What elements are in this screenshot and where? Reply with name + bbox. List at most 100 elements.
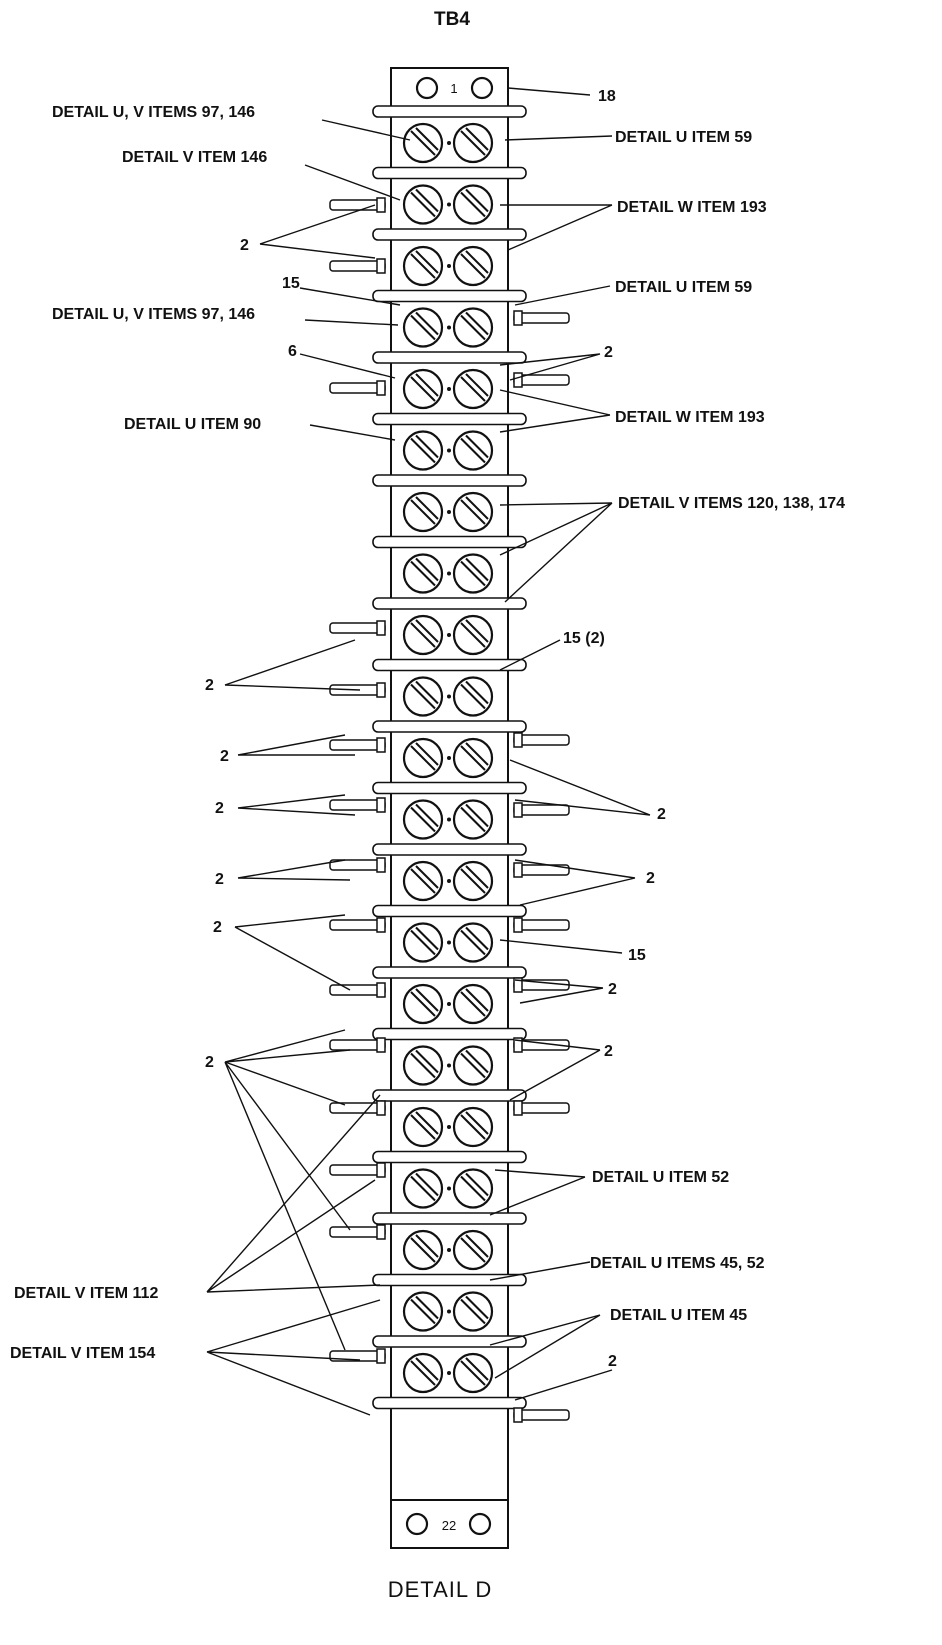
screw-slot: [465, 1357, 489, 1381]
screw-slot: [415, 926, 439, 951]
wire-crimp: [376, 1100, 386, 1116]
separator-bar: [372, 597, 527, 610]
screw-slot: [410, 1237, 436, 1263]
screw-slot: [465, 127, 489, 151]
wire-crimp: [376, 982, 386, 998]
screw-slot: [465, 250, 489, 274]
label-detail-v-items-120-138-174: DETAIL V ITEMS 120, 138, 174: [618, 495, 845, 512]
center-dot: [447, 633, 451, 637]
separator-bar: [372, 658, 527, 672]
label-detail-u-item-59-top: DETAIL U ITEM 59: [615, 129, 752, 146]
label-15-2: 15 (2): [563, 630, 605, 647]
label-detail-w-item-193-top: DETAIL W ITEM 193: [617, 199, 767, 216]
wire-crimp: [513, 732, 523, 748]
label-2-a: 2: [240, 237, 249, 254]
label-2-d: 2: [220, 748, 229, 765]
screw-slot: [460, 868, 486, 894]
center-dot: [447, 202, 451, 207]
screw-slot: [410, 929, 436, 956]
center-dot: [447, 1063, 451, 1068]
terminal-strip: 1 22: [329, 67, 570, 1549]
separator-bar: [372, 166, 527, 180]
screw-slot: [410, 806, 436, 833]
label-2-g: 2: [215, 871, 224, 888]
screw-slot: [465, 311, 489, 336]
label-2-h: 2: [646, 870, 655, 887]
screw-slot: [410, 437, 436, 464]
screw-slot: [460, 1175, 486, 1202]
wire-crimp: [376, 857, 386, 873]
screw-slot: [410, 1114, 436, 1140]
center-dot: [447, 510, 451, 514]
screw-slot: [460, 499, 486, 525]
wire-lug: [329, 797, 386, 813]
terminal-number-bottom: 22: [442, 1518, 456, 1533]
screw-slot: [415, 742, 439, 766]
wire-lug: [513, 917, 570, 933]
wire-crimp: [513, 1037, 523, 1053]
separator-bar: [372, 781, 527, 795]
screw-slot: [465, 988, 489, 1012]
center-dot: [447, 571, 451, 576]
top-end-plate: 1: [415, 76, 494, 100]
separator-bar: [372, 351, 527, 364]
screw-slot: [460, 1237, 486, 1263]
screw-slot: [410, 683, 436, 710]
label-detail-v-item-154: DETAIL V ITEM 154: [10, 1345, 155, 1362]
screw-slot: [415, 619, 439, 643]
center-dot: [447, 264, 451, 268]
screw-slot: [460, 560, 486, 587]
screw-slot: [415, 1234, 439, 1258]
wire-crimp: [376, 1037, 386, 1053]
wire-lug: [513, 1407, 570, 1423]
screw-slot: [410, 622, 436, 648]
center-dot: [447, 1309, 451, 1314]
wire-crimp: [376, 620, 386, 636]
label-detail-u-item-59-mid: DETAIL U ITEM 59: [615, 279, 752, 296]
screw-slot: [465, 803, 489, 828]
wire-crimp: [376, 1348, 386, 1364]
wire-lug: [329, 620, 386, 636]
label-2-f: 2: [657, 806, 666, 823]
separator-bar: [372, 1150, 527, 1164]
wire-lug: [513, 310, 570, 326]
screw-slot: [460, 745, 486, 771]
wire-lug: [329, 1037, 386, 1053]
screw-slot: [465, 1234, 489, 1258]
screw-slot: [460, 253, 486, 279]
wire-lug: [513, 1100, 570, 1116]
wire-lug: [329, 737, 386, 753]
label-detail-v-item-146: DETAIL V ITEM 146: [122, 149, 267, 166]
screw-slot: [410, 191, 436, 218]
screw-slot: [415, 803, 439, 828]
separator-bar: [372, 1396, 527, 1410]
wire-crimp: [513, 977, 523, 993]
separator-bar: [372, 1273, 527, 1287]
screw-slot: [415, 188, 439, 213]
screw-slot: [410, 991, 436, 1017]
label-2-m: 2: [608, 1353, 617, 1370]
separator-bar: [372, 105, 527, 118]
label-detail-u-items-45-52: DETAIL U ITEMS 45, 52: [590, 1255, 765, 1272]
screw-slot: [410, 868, 436, 894]
screw-slot: [465, 496, 489, 520]
wire-lug: [329, 1162, 386, 1178]
center-dot: [447, 1371, 451, 1375]
wire-lug: [329, 197, 386, 213]
wire-crimp: [513, 862, 523, 878]
screw-slot: [460, 1360, 486, 1386]
wire-crimp: [513, 802, 523, 818]
screw-slot: [465, 373, 489, 397]
wire-lug: [329, 1348, 386, 1364]
center-dot: [447, 141, 451, 145]
center-dot: [447, 448, 451, 453]
callout-labels: 18 DETAIL U, V ITEMS 97, 146 DETAIL U IT…: [10, 88, 845, 1370]
center-dot: [447, 1125, 451, 1129]
center-dot: [447, 694, 451, 699]
screw-slot: [465, 188, 489, 213]
screw-slot: [410, 314, 436, 341]
screw-slot: [415, 680, 439, 705]
screw-slot: [410, 376, 436, 402]
separator-bar: [372, 535, 527, 549]
wire-crimp: [376, 1162, 386, 1178]
